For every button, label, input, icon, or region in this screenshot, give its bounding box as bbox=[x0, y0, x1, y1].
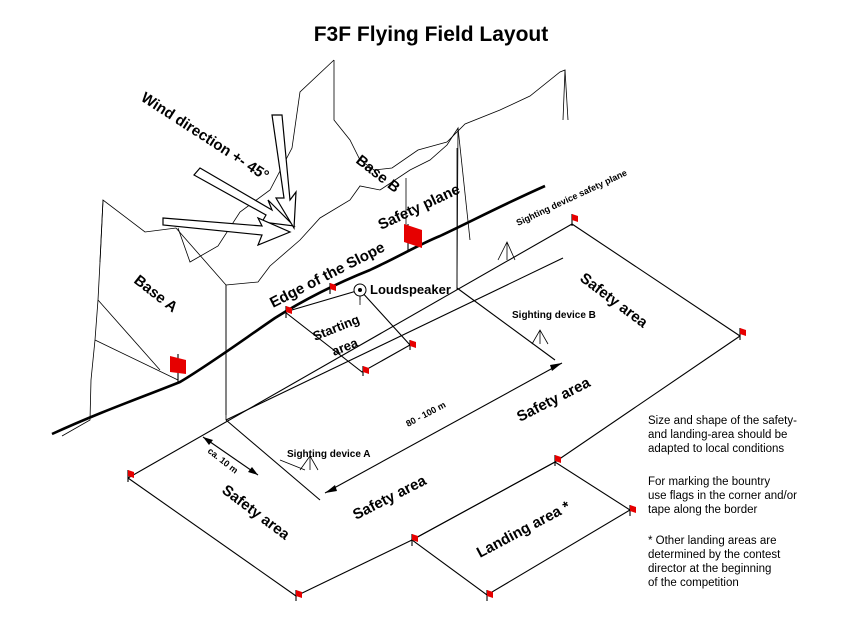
dimension-80-100m bbox=[324, 362, 563, 494]
flag-small bbox=[629, 505, 636, 516]
loudspeaker-icon bbox=[353, 283, 367, 305]
flag-small bbox=[739, 328, 746, 340]
dimension-ca-10m bbox=[202, 436, 259, 476]
flag-small bbox=[486, 590, 493, 601]
wind-direction-label: Wind direction +- 45° bbox=[138, 89, 272, 184]
note-1-line-3: adapted to local conditions bbox=[648, 443, 784, 455]
flag-small bbox=[554, 455, 561, 466]
note-3-line-3: director at the beginning bbox=[648, 563, 771, 575]
flag-small bbox=[295, 590, 302, 601]
notes-block: Size and shape of the safety- and landin… bbox=[648, 415, 797, 589]
sighting-device-b-marker bbox=[531, 329, 549, 345]
note-1-line-1: Size and shape of the safety- bbox=[648, 415, 797, 427]
safety-area-label-left: Safety area bbox=[219, 482, 294, 544]
flag-small bbox=[127, 470, 134, 482]
note-2-line-1: For marking the bountry bbox=[648, 476, 770, 488]
sighting-device-a-label: Sighting device A bbox=[287, 449, 371, 460]
sighting-device-b-label: Sighting device B bbox=[512, 310, 596, 321]
note-3-line-2: determined by the contest bbox=[648, 549, 781, 561]
note-1-line-2: and landing-area should be bbox=[648, 429, 787, 441]
sighting-device-safety-plane-marker bbox=[497, 241, 516, 261]
wind-arrow-icon bbox=[162, 114, 297, 247]
sighting-device-a-marker bbox=[279, 455, 319, 471]
slope-outline bbox=[61, 59, 569, 437]
flag-small bbox=[409, 340, 416, 350]
safety-area-label-middle-right: Safety area bbox=[514, 374, 594, 426]
flag-small bbox=[411, 534, 418, 546]
flag-small bbox=[329, 283, 336, 294]
flag-large-base-a bbox=[170, 354, 186, 382]
safety-area-outline bbox=[127, 223, 741, 597]
edge-of-slope-line bbox=[51, 184, 546, 436]
safety-area-label-right: Safety area bbox=[577, 270, 652, 332]
note-2-line-3: tape along the border bbox=[648, 504, 758, 516]
flag-small bbox=[362, 366, 369, 376]
flag-large-safety-plane bbox=[404, 224, 422, 250]
distance-80-100m-label: 80 - 100 m bbox=[404, 399, 447, 428]
flag-small bbox=[285, 306, 292, 318]
safety-area-label-middle: Safety area bbox=[350, 472, 430, 524]
note-3-line-1: * Other landing areas are bbox=[648, 535, 777, 547]
starting-area-label-line2: area bbox=[330, 335, 361, 359]
loudspeaker-label: Loudspeaker bbox=[370, 282, 451, 297]
flags bbox=[127, 214, 746, 601]
note-3-line-4: of the competition bbox=[648, 577, 739, 589]
base-a-label: Base A bbox=[131, 272, 181, 316]
page-title: F3F Flying Field Layout bbox=[314, 23, 549, 46]
note-2-line-2: use flags in the corner and/or bbox=[648, 490, 797, 502]
flag-small bbox=[571, 214, 578, 226]
